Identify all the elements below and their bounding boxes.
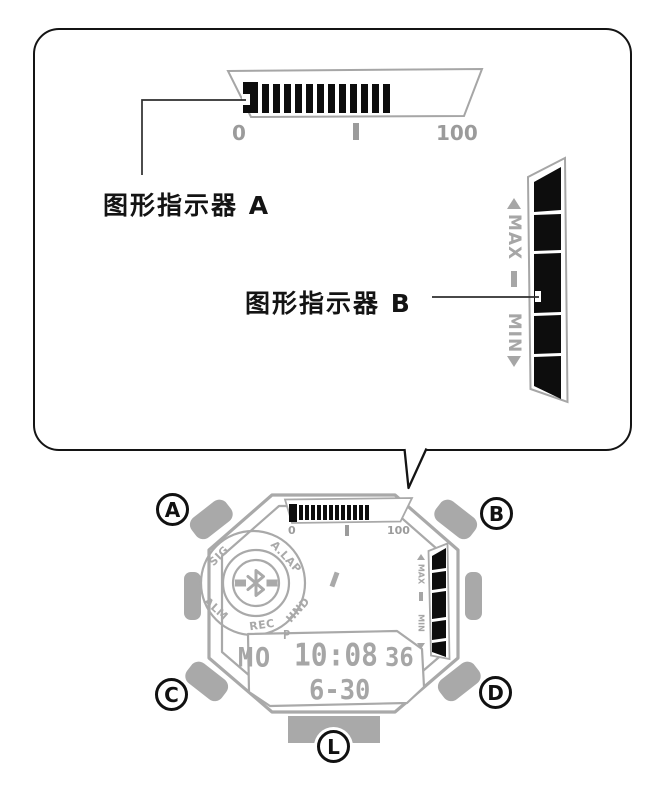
button-letter-d: D [487,680,504,705]
max-arrow-icon [507,198,521,209]
dial-dash-left [235,579,246,587]
gauge-bar [339,84,346,113]
gauge-bar [353,505,357,520]
bubble-tail-outline [403,448,428,490]
gauge-bar [365,505,369,520]
lcd-time: 10:08 [294,637,378,674]
button-bump-right [465,572,482,620]
dial-tick [329,571,340,588]
gauge-bar [284,84,291,113]
gauge-a-large-bars [243,82,390,113]
button-label-b: B [480,497,513,530]
dial-dashes [235,571,340,588]
button-bump-top-left [189,499,233,540]
watch-gauge-scale-tick [345,525,349,536]
button-bump-bottom-left [185,661,229,702]
gauge-bar [306,84,313,113]
gauge-bar [317,84,324,113]
gauge-b-max-label: MAX [504,213,524,261]
lcd-day: MO [238,642,272,674]
watch-gauge-scale-max: 100 [387,524,410,537]
gauge-bar [361,84,368,113]
gauge-bar [347,505,351,520]
dial-dash-right [266,579,278,587]
watch-gauge-min-label: MIN [416,614,426,632]
bluetooth-icon [246,569,265,597]
button-letter-a: A [164,497,181,522]
gauge-bar [328,84,335,113]
dial-label-hnd: HND [283,594,313,626]
gauge-bar [311,505,315,520]
dial-label-rec: REC [248,616,276,634]
button-letter-b: B [488,501,505,526]
button-bump-bottom-right [437,661,481,702]
button-label-l: L [317,730,350,763]
min-arrow-icon-small [417,643,425,649]
gauge-bar [273,84,280,113]
dial-label-alap: A.LAP [267,538,305,576]
gauge-a-small-bars [289,504,369,522]
gauge-bar [299,505,303,520]
watch-gauge-max-label: MAX [416,563,426,585]
lcd-pm-indicator: P [283,628,291,642]
gauge-bar [341,505,345,520]
watch-gauge-b-tick [419,592,423,601]
gauge-a-scale-max: 100 [436,121,478,145]
gauge-bar [262,84,269,113]
watch-gauge-scale-min: 0 [288,524,296,537]
gauge-bar [305,505,309,520]
min-arrow-icon [507,356,521,367]
gauge-bar [372,84,379,113]
button-label-c: C [155,678,188,711]
button-label-d: D [479,676,512,709]
gauge-bar [383,84,390,113]
gauge-bar [329,505,333,520]
gauge-bar [359,505,363,520]
gauge-bar [335,505,339,520]
button-letter-c: C [164,682,179,707]
lcd-date: 6-30 [309,674,371,707]
dial-label-sig: SIG [206,543,232,569]
button-letter-l: L [327,734,340,759]
gauge-bar [350,84,357,113]
indicator-b-label: 图形指示器 B [245,289,412,318]
bubble-tail-fill [404,447,427,489]
button-bump-top-right [434,499,478,540]
gauge-bar [295,84,302,113]
max-arrow-icon-small [417,554,425,560]
gauge-b-scale-tick [511,271,517,287]
button-label-a: A [156,493,189,526]
gauge-b-small-frame [427,542,451,661]
gauge-a-scale-min: 0 [232,121,246,145]
gauge-bar [323,505,327,520]
gauge-a-scale-tick [353,123,359,140]
gauge-lead-bar [243,82,258,113]
gauge-lead-bar [289,504,297,522]
lcd-seconds: 36 [385,642,414,673]
indicator-a-label: 图形指示器 A [103,191,271,220]
gauge-bar [317,505,321,520]
dial-label-alm: ALM [201,594,231,624]
gauge-b-small-segments [432,548,446,657]
gauge-b-min-label: MIN [504,312,524,354]
button-bump-left [184,572,201,620]
